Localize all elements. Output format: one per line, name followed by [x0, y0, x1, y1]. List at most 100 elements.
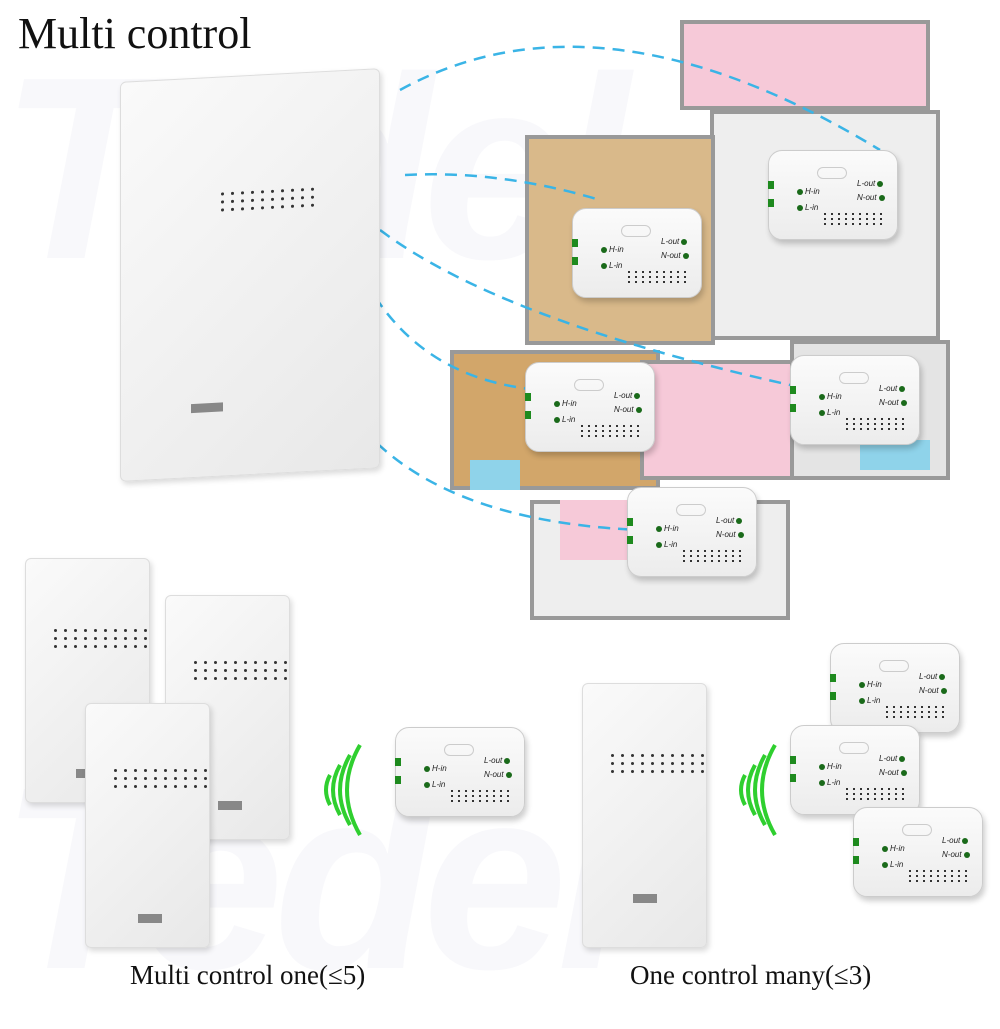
receiver-slot — [444, 744, 474, 756]
terminal-icon — [882, 845, 888, 852]
terminal-icon — [819, 393, 825, 400]
wireless-receiver: H-in L-in L-out N-out — [572, 208, 702, 298]
terminal-icon — [830, 692, 836, 700]
caption-one-control-many: One control many(≤3) — [630, 960, 872, 990]
terminal-icon — [504, 757, 511, 764]
receiver-slot — [902, 824, 932, 836]
n-out-label: N-out — [614, 405, 634, 414]
terminal-icon — [859, 697, 865, 704]
l-out-label: L-out — [919, 672, 938, 681]
terminal-icon — [424, 781, 430, 788]
l-out-label: L-out — [716, 516, 735, 525]
terminal-icon — [900, 399, 907, 406]
terminal-icon — [736, 517, 743, 524]
terminal-icon — [634, 392, 641, 399]
n-out-label: N-out — [879, 768, 899, 777]
vent-grille — [628, 271, 687, 283]
receiver-slot — [879, 660, 909, 672]
wave-icon — [739, 774, 747, 806]
wireless-receiver: H-in L-in L-out N-out — [627, 487, 757, 577]
speaker-grille — [114, 769, 208, 788]
terminal-icon — [525, 393, 531, 401]
n-out-label: N-out — [879, 398, 899, 407]
l-in-label: L-in — [890, 860, 904, 869]
terminal-icon — [859, 681, 865, 688]
vent-grille — [886, 706, 945, 718]
terminal-icon — [737, 531, 744, 538]
caption-multi-control-one: Multi control one(≤5) — [130, 960, 366, 990]
terminal-icon — [424, 765, 430, 772]
terminal-icon — [768, 199, 774, 207]
speaker-grille — [221, 187, 315, 212]
terminal-icon — [878, 194, 885, 201]
vent-grille — [581, 425, 640, 437]
terminal-icon — [505, 771, 512, 778]
l-in-label: L-in — [562, 415, 576, 424]
receiver-slot — [817, 167, 847, 179]
terminal-icon — [790, 774, 796, 782]
terminal-icon — [627, 518, 633, 526]
terminal-icon — [395, 758, 401, 766]
terminal-icon — [797, 204, 803, 211]
wireless-receiver: H-in L-in L-out N-out — [768, 150, 898, 240]
wireless-receiver: H-in L-in L-out N-out — [525, 362, 655, 452]
terminal-icon — [963, 851, 970, 858]
h-in-label: H-in — [827, 762, 842, 771]
receiver-slot — [676, 504, 706, 516]
n-out-label: N-out — [716, 530, 736, 539]
n-out-label: N-out — [942, 850, 962, 859]
terminal-icon — [601, 246, 607, 253]
vent-grille — [683, 550, 742, 562]
terminal-icon — [790, 386, 796, 394]
terminal-icon — [900, 769, 907, 776]
terminal-icon — [899, 755, 906, 762]
l-in-label: L-in — [805, 203, 819, 212]
wireless-receiver: H-in L-in L-out N-out — [853, 807, 983, 897]
receiver-slot — [839, 742, 869, 754]
vent-grille — [909, 870, 968, 882]
indicator-led — [191, 402, 223, 414]
l-in-label: L-in — [664, 540, 678, 549]
l-out-label: L-out — [614, 391, 633, 400]
wireless-transmitter — [582, 683, 707, 948]
h-in-label: H-in — [890, 844, 905, 853]
h-in-label: H-in — [827, 392, 842, 401]
page-title: Multi control — [18, 9, 252, 58]
l-in-label: L-in — [609, 261, 623, 270]
terminal-icon — [627, 536, 633, 544]
terminal-icon — [601, 262, 607, 269]
terminal-icon — [635, 406, 642, 413]
l-out-label: L-out — [661, 237, 680, 246]
h-in-label: H-in — [805, 187, 820, 196]
vent-grille — [846, 418, 905, 430]
h-in-label: H-in — [867, 680, 882, 689]
l-out-label: L-out — [942, 836, 961, 845]
h-in-label: H-in — [432, 764, 447, 773]
l-in-label: L-in — [827, 408, 841, 417]
l-in-label: L-in — [867, 696, 881, 705]
terminal-icon — [554, 400, 560, 407]
wireless-receiver: H-in L-in L-out N-out — [790, 355, 920, 445]
signal-arc — [379, 228, 791, 387]
terminal-icon — [682, 252, 689, 259]
l-out-label: L-out — [879, 384, 898, 393]
wireless-receiver: H-in L-in L-out N-out — [395, 727, 525, 817]
h-in-label: H-in — [562, 399, 577, 408]
l-in-label: L-in — [827, 778, 841, 787]
speaker-grille — [194, 661, 288, 680]
terminal-icon — [819, 779, 825, 786]
terminal-icon — [899, 385, 906, 392]
n-out-label: N-out — [661, 251, 681, 260]
n-out-label: N-out — [484, 770, 504, 779]
speaker-grille — [611, 754, 705, 773]
terminal-icon — [790, 404, 796, 412]
wireless-receiver: H-in L-in L-out N-out — [790, 725, 920, 815]
terminal-icon — [853, 838, 859, 846]
terminal-icon — [819, 409, 825, 416]
vent-grille — [824, 213, 883, 225]
terminal-icon — [790, 756, 796, 764]
wave-icon — [324, 774, 332, 806]
terminal-icon — [853, 856, 859, 864]
h-in-label: H-in — [609, 245, 624, 254]
terminal-icon — [681, 238, 688, 245]
